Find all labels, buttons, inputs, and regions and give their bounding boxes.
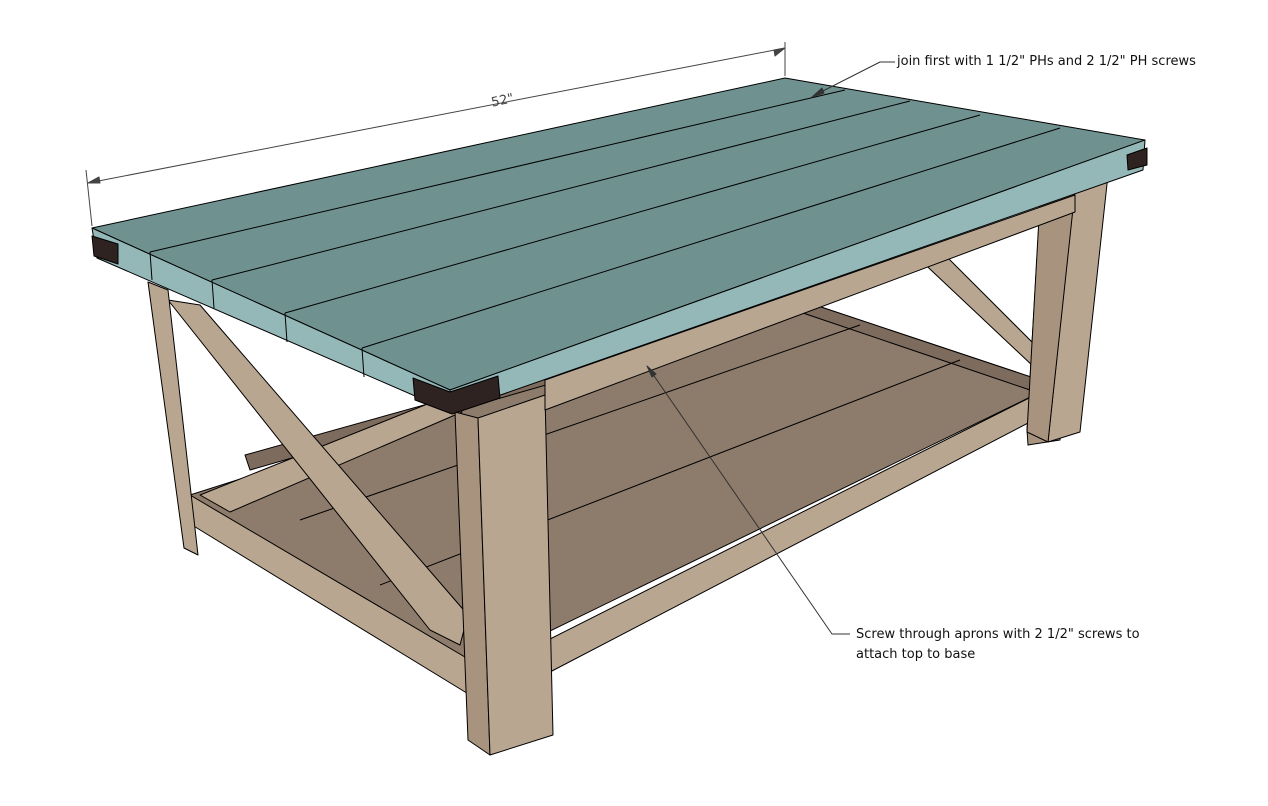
corner-bracket	[1126, 147, 1148, 171]
plank-seam	[361, 127, 1061, 349]
plank-end	[284, 312, 288, 343]
callout-leader	[646, 365, 850, 635]
callout-apron-screws-line1: Screw through aprons with 2 1/2" screws …	[856, 627, 1140, 642]
left-leg	[147, 281, 199, 556]
corner-bracket	[412, 375, 501, 415]
callout-leader	[811, 61, 895, 98]
plank-end	[361, 347, 365, 378]
left-cross-brace	[199, 394, 463, 513]
plank-seam	[284, 114, 981, 314]
plank-seam	[211, 100, 911, 281]
front-leg-front	[477, 394, 554, 756]
shelf-board-line	[299, 324, 861, 521]
plank-seam	[149, 89, 846, 253]
corner-bracket	[91, 235, 119, 265]
plank-end	[149, 251, 153, 281]
dimension-line	[85, 42, 786, 227]
callout-top-joinery: join first with 1 1/2" PHs and 2 1/2" PH…	[897, 54, 1196, 69]
plank-end	[211, 279, 215, 309]
front-apron	[544, 194, 1076, 411]
callout-apron-screws-line2: attach top to base	[856, 647, 976, 662]
